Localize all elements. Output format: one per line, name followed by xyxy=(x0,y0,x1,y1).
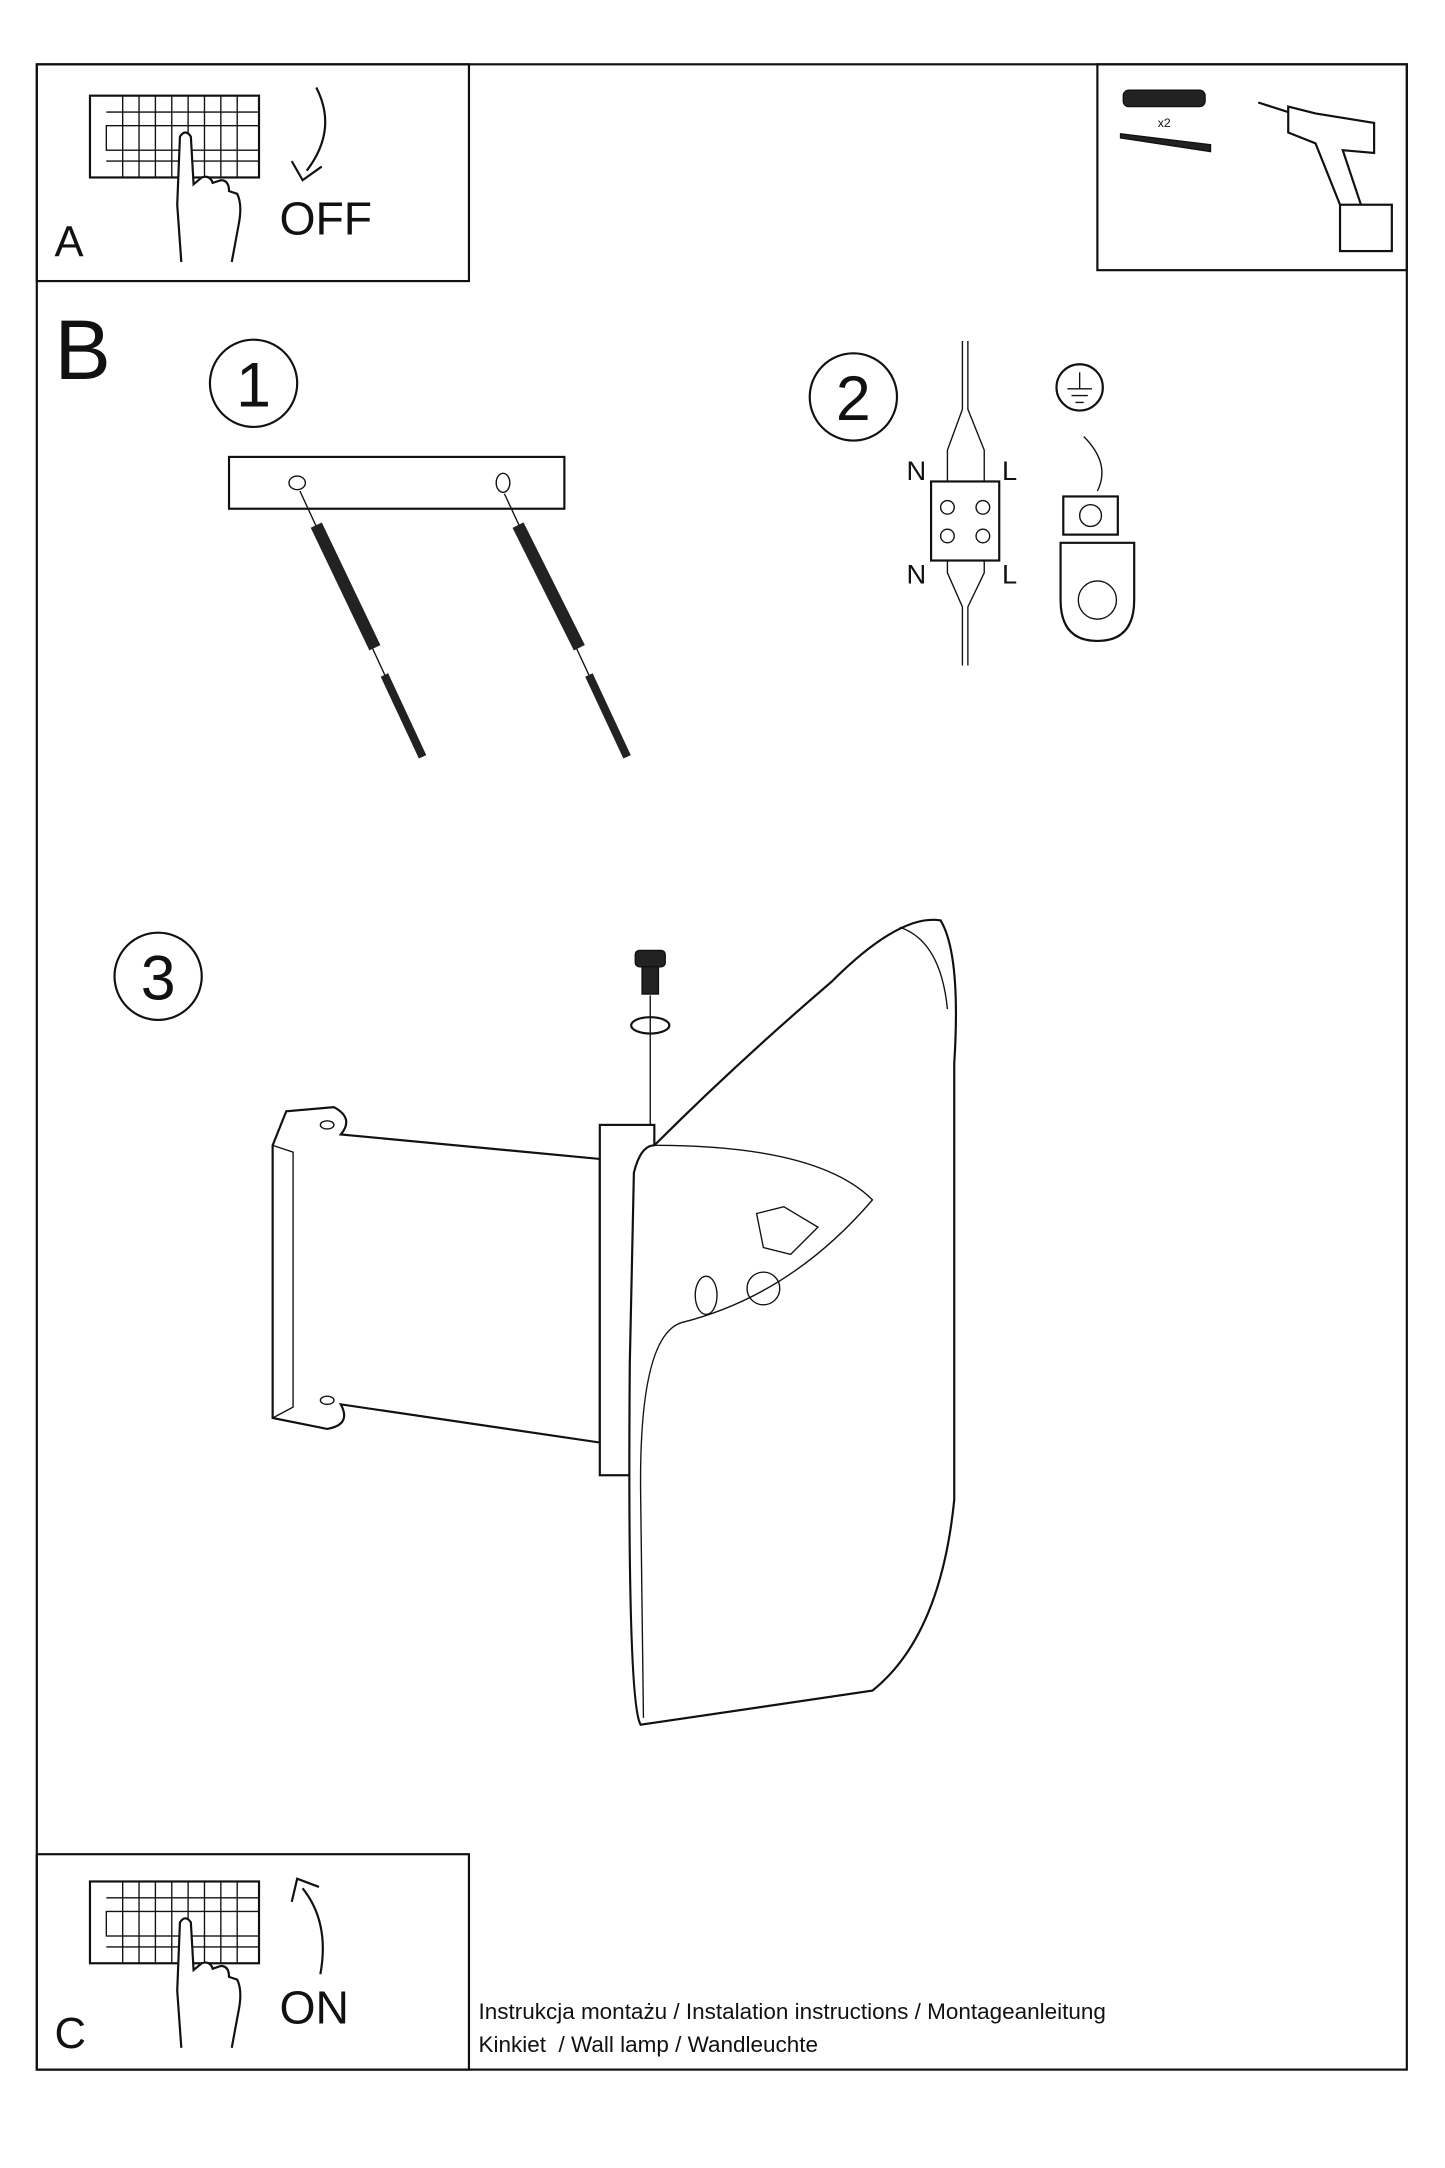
panel-a: OFF A xyxy=(35,63,471,283)
wall-template xyxy=(227,455,566,510)
step-2-number: 2 xyxy=(836,364,871,434)
wall-plug-right xyxy=(503,493,631,759)
label-l-top: L xyxy=(1002,455,1017,486)
arrow-down-icon xyxy=(290,86,327,182)
label-l-bottom: L xyxy=(1002,559,1017,590)
mounting-bracket xyxy=(271,1106,656,1477)
screw-and-washer xyxy=(630,949,671,1146)
wall-plug-left xyxy=(299,490,427,759)
panel-a-letter: A xyxy=(55,219,84,267)
panel-c-letter: C xyxy=(55,2010,86,2058)
footer-line-1: Instrukcja montażu / Instalation instruc… xyxy=(478,1999,1105,2024)
step-2: 2 N L N L xyxy=(808,341,1136,666)
screw-icon xyxy=(1119,133,1212,153)
terminal-block xyxy=(929,480,1001,562)
lamp-shade xyxy=(628,918,958,1726)
label-n-bottom: N xyxy=(907,559,927,590)
tools-panel: x2 xyxy=(1096,63,1408,272)
hand-icon xyxy=(176,1917,242,2048)
step-3-number: 3 xyxy=(141,943,176,1013)
outer-frame xyxy=(35,63,1408,2071)
switch-off-label: OFF xyxy=(279,193,372,245)
step-3: 3 xyxy=(113,918,958,1726)
panel-b-letter: B xyxy=(55,302,111,397)
input-wires xyxy=(946,341,985,485)
ground-terminal-icon xyxy=(1059,495,1136,643)
ground-symbol-icon xyxy=(1055,363,1104,412)
step-1-number: 1 xyxy=(236,350,271,420)
label-n-top: N xyxy=(907,455,927,486)
breaker-panel-icon xyxy=(88,94,261,179)
arrow-up-icon xyxy=(290,1877,324,1975)
panel-c: ON C xyxy=(35,1853,471,2071)
output-wires xyxy=(946,560,985,666)
hand-icon xyxy=(176,131,242,263)
step-1: 1 xyxy=(208,338,631,759)
wall-plug-icon xyxy=(1122,89,1206,108)
breaker-panel-icon xyxy=(88,1880,261,1965)
footer-line-2: Kinkiet / Wall lamp / Wandleuchte xyxy=(478,2032,817,2057)
switch-on-label: ON xyxy=(279,1981,349,2033)
quantity-label: x2 xyxy=(1158,116,1171,130)
drill-icon xyxy=(1257,101,1393,253)
